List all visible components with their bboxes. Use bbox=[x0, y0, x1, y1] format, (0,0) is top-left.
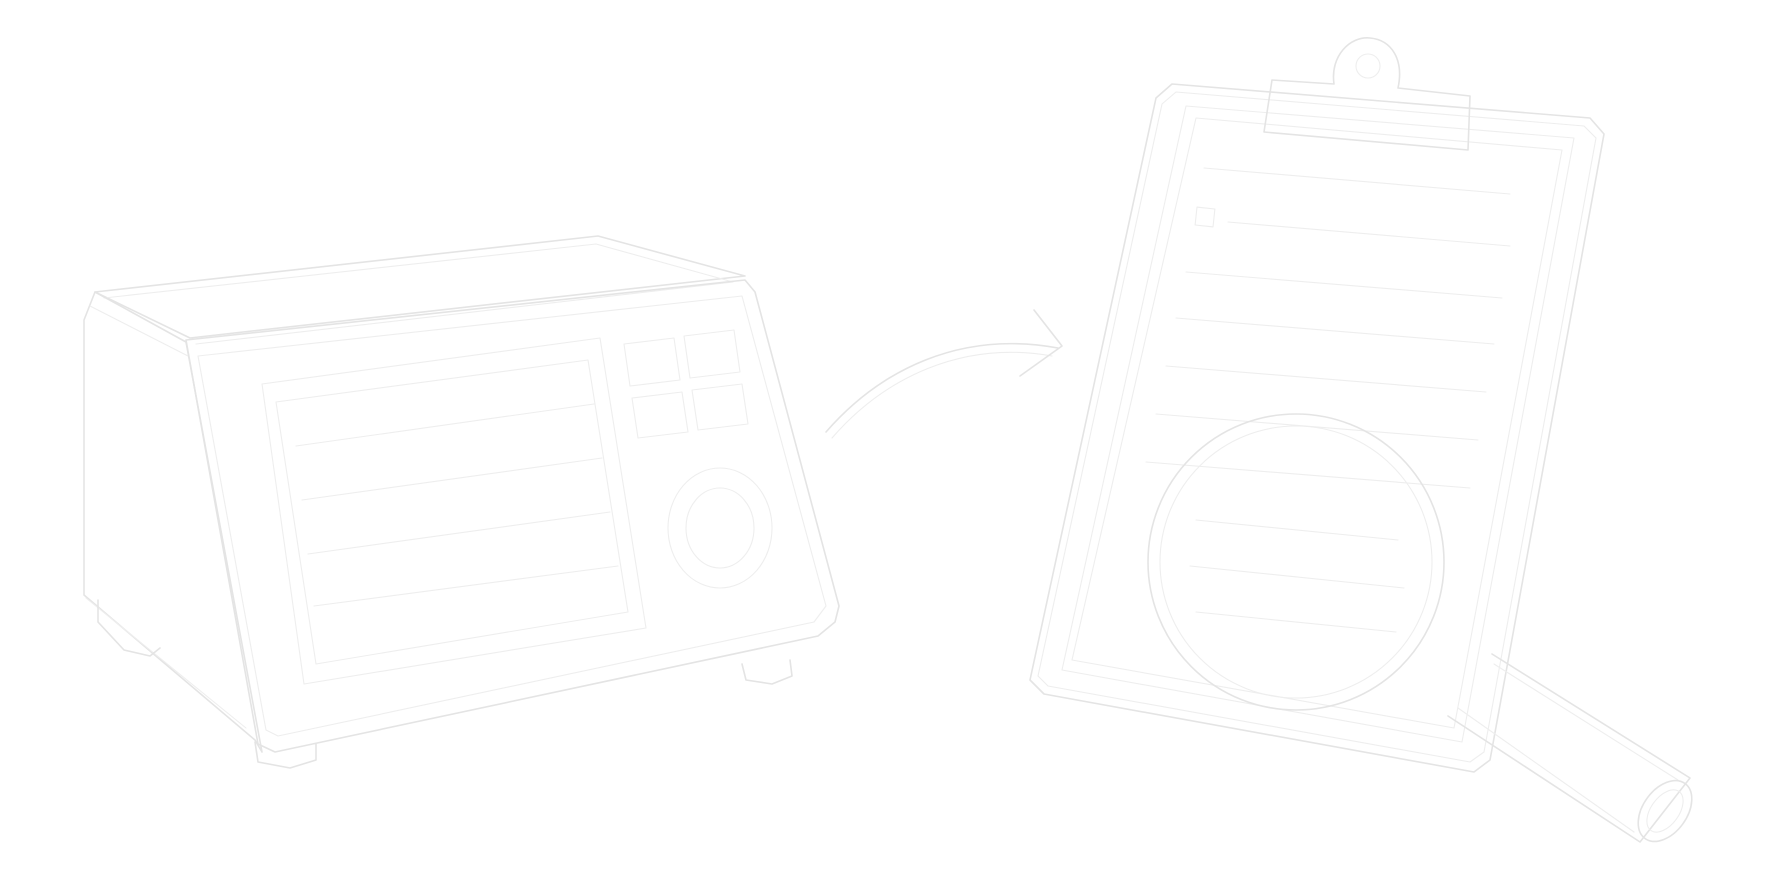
magnifier-lens-line-2 bbox=[1189, 565, 1405, 589]
machine-left-face-edge bbox=[85, 305, 247, 729]
report-line-2 bbox=[1227, 221, 1511, 247]
report-checkbox bbox=[1194, 206, 1216, 228]
arrow-shaft-inner bbox=[831, 351, 1053, 439]
report-line-4 bbox=[1175, 317, 1495, 345]
report-line-5 bbox=[1165, 365, 1487, 393]
machine-button-4 bbox=[691, 383, 749, 431]
machine-screen-line-2 bbox=[301, 457, 603, 501]
machine-foot-left bbox=[97, 599, 161, 657]
machine-front-face-inner bbox=[197, 295, 827, 737]
clipboard-board-edge bbox=[1037, 91, 1597, 763]
machine-screen-line-1 bbox=[295, 403, 595, 447]
magnifier-lens-inner bbox=[1159, 425, 1433, 699]
magnifier-handle-end-inner bbox=[1646, 789, 1684, 833]
machine-foot-front bbox=[254, 741, 317, 769]
report-line-3 bbox=[1185, 271, 1503, 299]
magnifier-handle-end bbox=[1637, 779, 1693, 843]
machine-foot-right bbox=[741, 659, 793, 685]
arrow-head bbox=[1019, 309, 1063, 377]
machine-screen-line-4 bbox=[313, 565, 619, 607]
machine-button-2 bbox=[683, 329, 741, 379]
curved-arrow-icon bbox=[825, 309, 1063, 439]
clipboard-board bbox=[1029, 83, 1605, 773]
machine-screen-inner bbox=[275, 359, 629, 665]
magnifier-handle-inner bbox=[1457, 663, 1679, 833]
machine-button-3 bbox=[631, 391, 689, 439]
magnifier-lens-line-3 bbox=[1195, 611, 1397, 633]
report-line-1 bbox=[1203, 167, 1511, 195]
clipboard-clip-hole bbox=[1355, 53, 1381, 79]
magnifier-handle bbox=[1447, 653, 1691, 843]
magnifier-lens-line-1 bbox=[1195, 519, 1399, 541]
clipboard-paper-inner bbox=[1071, 117, 1563, 729]
machine-top-face bbox=[94, 235, 746, 339]
magnifier-lens-outer bbox=[1147, 413, 1445, 711]
report-line-6 bbox=[1155, 413, 1479, 441]
clipboard-clip bbox=[1263, 37, 1471, 151]
ultrasound-machine-icon bbox=[83, 235, 840, 769]
machine-knob bbox=[667, 467, 773, 589]
machine-button-1 bbox=[623, 337, 681, 387]
machine-screen-line-3 bbox=[307, 511, 611, 555]
machine-left-face bbox=[83, 291, 263, 753]
machine-screen bbox=[261, 337, 647, 685]
arrow-shaft bbox=[825, 342, 1059, 433]
machine-top-face-inner bbox=[103, 243, 734, 345]
magnifying-glass-icon bbox=[1147, 413, 1693, 843]
machine-front-face bbox=[185, 279, 840, 753]
clipboard-paper bbox=[1061, 105, 1575, 743]
clipboard-report-icon bbox=[1029, 37, 1605, 773]
machine-knob-inner bbox=[685, 487, 755, 569]
